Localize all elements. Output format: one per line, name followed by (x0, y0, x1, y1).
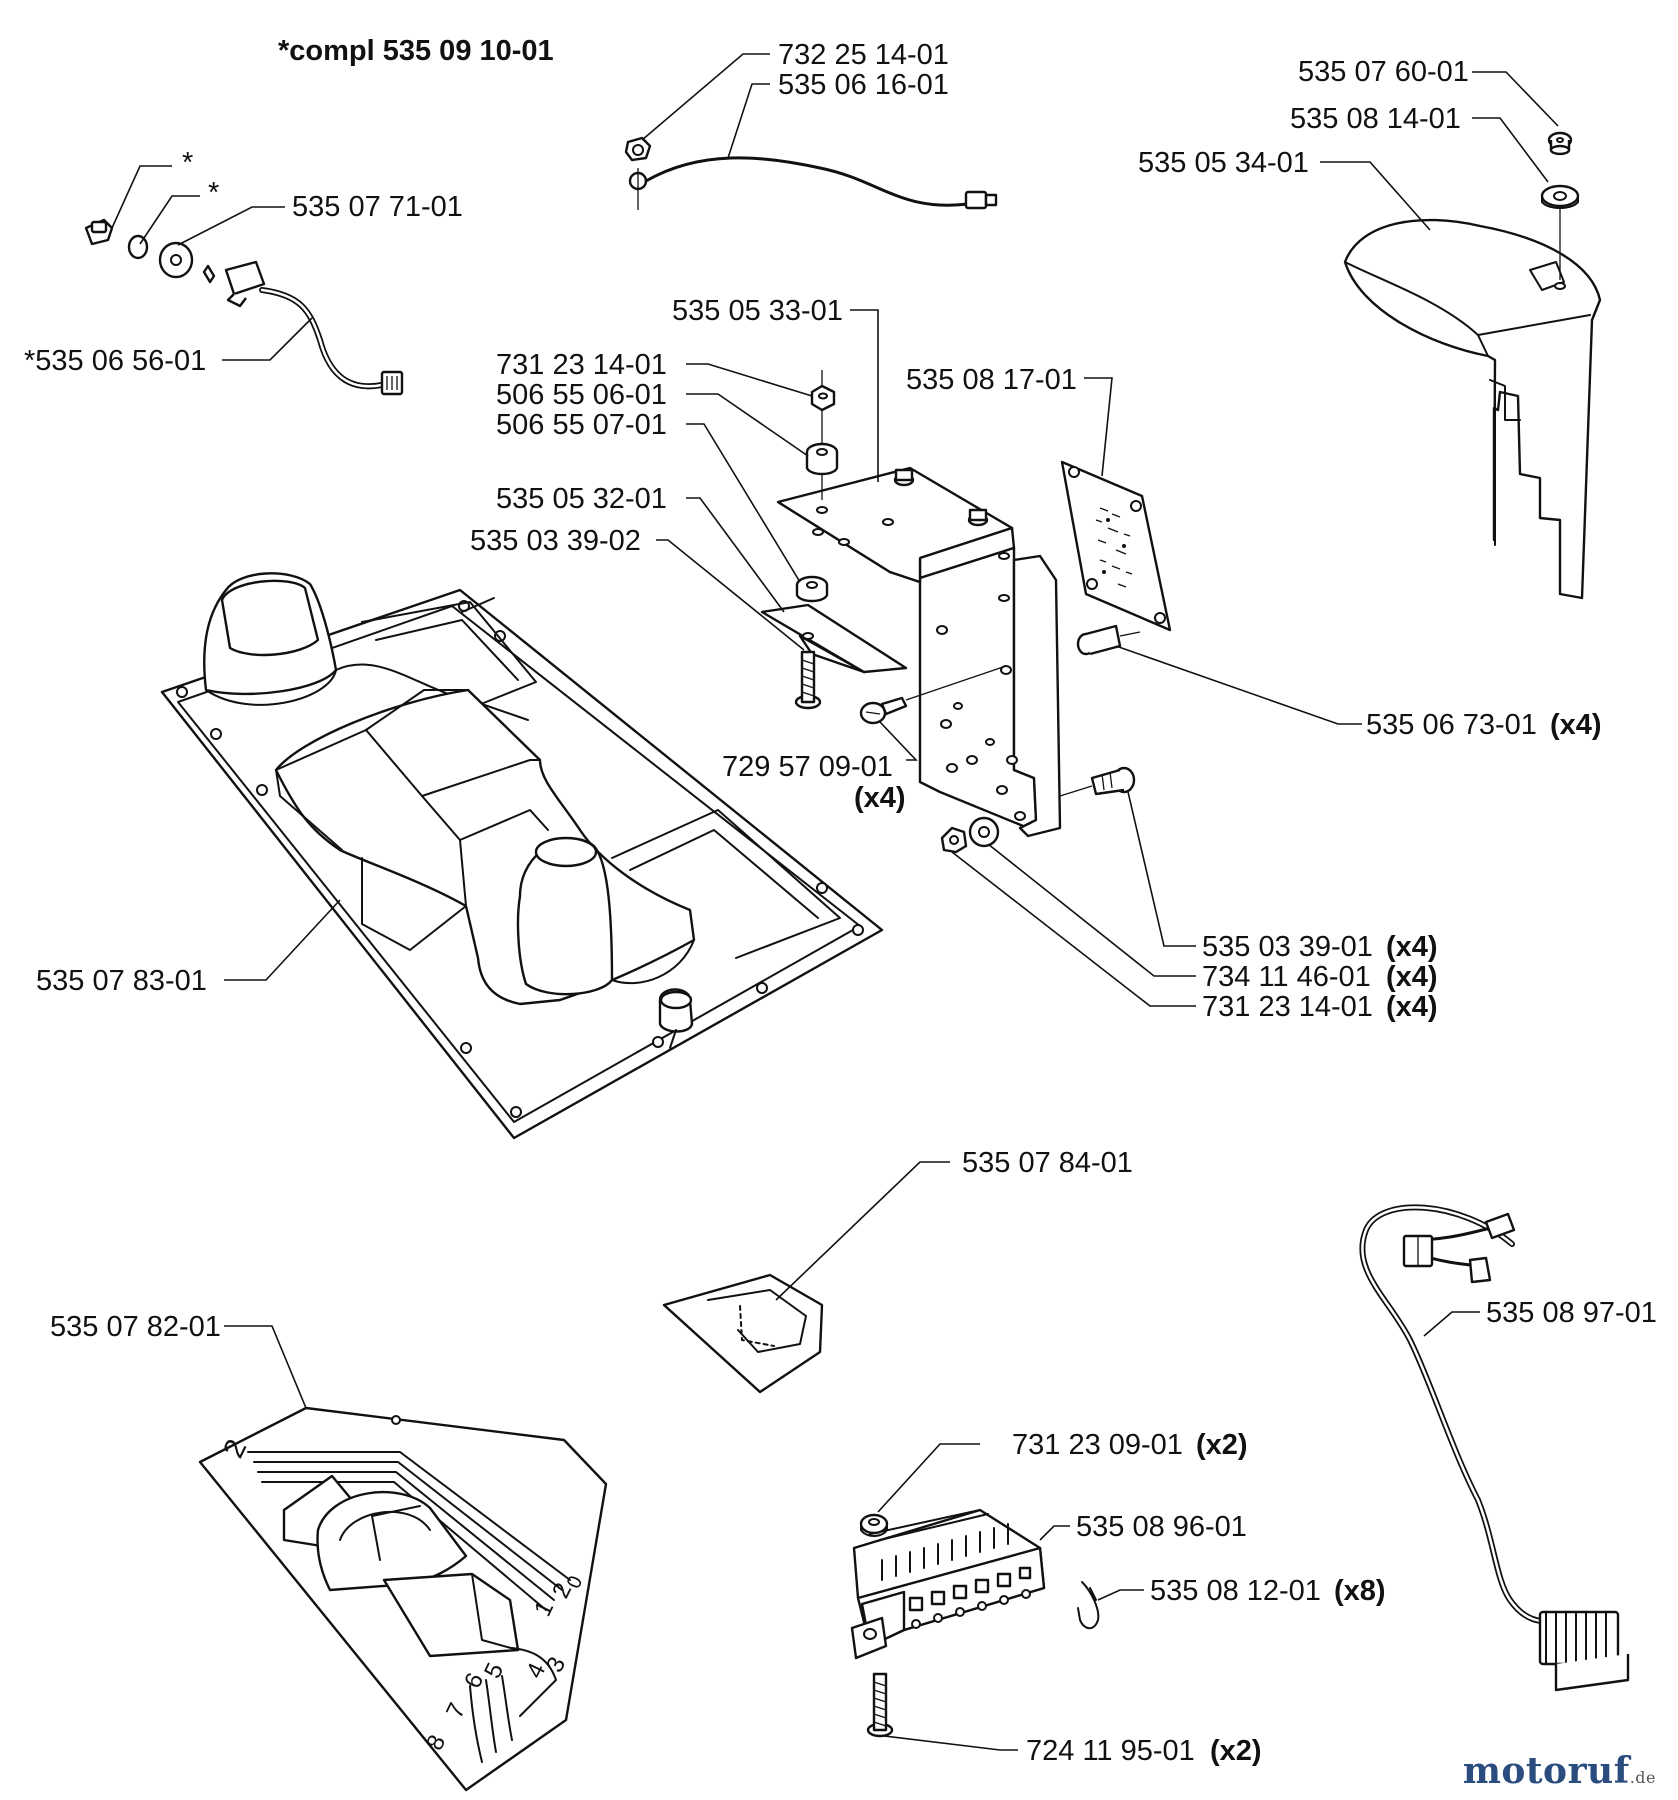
leader-729570901 (879, 721, 918, 761)
leader-star-a (111, 165, 172, 229)
label-535033901: 535 03 39-01 (1202, 931, 1373, 963)
leader-535061601 (727, 83, 770, 159)
plate-535053201 (760, 603, 908, 674)
screw-535033902 (794, 650, 822, 710)
clip-535081201 (1077, 1581, 1100, 1630)
leader-535078301 (224, 899, 341, 981)
leader-724119501 (883, 1735, 1018, 1751)
screw-535076001 (1547, 131, 1573, 156)
bushing-506550601 (805, 442, 839, 476)
leader-732251401 (641, 53, 770, 141)
leader-535078401 (775, 1161, 950, 1301)
leader-535089701 (1423, 1311, 1480, 1337)
label-731231401b-qty: (x4) (1386, 991, 1438, 1023)
circuit-card-535081701 (1060, 460, 1172, 632)
ground-wire (624, 136, 998, 210)
label-535053401: 535 05 34-01 (1138, 147, 1309, 179)
label-724119501: 724 11 95-01 (1026, 1735, 1195, 1767)
label-535081201: 535 08 12-01 (1150, 1575, 1321, 1607)
screw-724119501 (866, 1672, 894, 1738)
label-535033901-qty: (x4) (1386, 931, 1438, 963)
leader-506550601 (686, 393, 809, 457)
label-731230901-qty: (x2) (1196, 1429, 1248, 1461)
label-731231401b: 731 23 14-01 (1202, 991, 1373, 1023)
label-506550701: 506 55 07-01 (496, 409, 667, 441)
leader-535076001 (1472, 71, 1559, 127)
label-535067301: 535 06 73-01 (1366, 709, 1537, 741)
screw-729570901 (859, 665, 1007, 725)
leader-star-b (139, 195, 200, 245)
housing-535078301 (160, 572, 884, 1140)
watermark-suffix: .de (1629, 1768, 1656, 1787)
label-535081701: 535 08 17-01 (906, 364, 1077, 396)
label-732251401: 732 25 14-01 (778, 39, 949, 71)
label-535053201: 535 05 32-01 (496, 483, 667, 515)
cover-535053401 (1343, 200, 1602, 600)
leader-535077101 (177, 206, 285, 246)
harness-535089701 (1359, 1204, 1630, 1692)
label-535089601: 535 08 96-01 (1076, 1511, 1247, 1543)
label-535078201: 535 07 82-01 (50, 1311, 221, 1343)
label-731230901: 731 23 09-01 (1012, 1429, 1183, 1461)
label-729570901-qty: (x4) (854, 782, 906, 814)
bracket-535053301 (776, 466, 1062, 838)
leader-535053301 (850, 309, 879, 482)
spacer-535067301 (1076, 624, 1141, 656)
screw-535033901 (1059, 766, 1136, 797)
label-506550601: 506 55 06-01 (496, 379, 667, 411)
leader-535089601 (1039, 1525, 1070, 1541)
leader-535067301 (1115, 645, 1362, 725)
label-535033902: 535 03 39-02 (470, 525, 641, 557)
leader-731230901 (877, 1443, 980, 1513)
board-535078201 (198, 1406, 608, 1792)
leader-535033901 (1127, 791, 1196, 947)
label-731231401: 731 23 14-01 (496, 349, 667, 381)
bushing-506550701 (795, 575, 829, 603)
label-star-a: * (182, 147, 193, 179)
label-star-b: * (208, 177, 219, 209)
washer-535081401 (1540, 184, 1580, 209)
toggle-switch-assembly (84, 218, 404, 396)
leader-535081401 (1472, 117, 1549, 183)
label-535076001: 535 07 60-01 (1298, 56, 1469, 88)
label-535081401: 535 08 14-01 (1290, 103, 1461, 135)
label-535053301: 535 05 33-01 (672, 295, 843, 327)
leader-535081701 (1084, 377, 1113, 477)
label-724119501-qty: (x2) (1210, 1735, 1262, 1767)
label-535089701: 535 08 97-01 (1486, 1297, 1657, 1329)
label-535078301: 535 07 83-01 (36, 965, 207, 997)
leader-506550701 (686, 423, 801, 583)
watermark-name: motoruf (1462, 1750, 1630, 1792)
label-535081201-qty: (x8) (1334, 1575, 1386, 1607)
leader-731231401b (951, 851, 1196, 1007)
label-535065601: *535 06 56-01 (24, 345, 206, 377)
leader-535081201 (1097, 1589, 1144, 1601)
leader-535053401 (1320, 161, 1431, 231)
label-734114601-qty: (x4) (1386, 961, 1438, 993)
label-535077101: 535 07 71-01 (292, 191, 463, 223)
leader-535065601 (222, 317, 313, 361)
leader-535053201 (686, 497, 785, 613)
terminal-block-535089601 (850, 1508, 1046, 1660)
label-535067301-qty: (x4) (1550, 709, 1602, 741)
label-535061601: 535 06 16-01 (778, 69, 949, 101)
watermark-logo: motoruf.de (1463, 1750, 1656, 1792)
leader-734114601 (987, 843, 1196, 977)
label-535078401: 535 07 84-01 (962, 1147, 1133, 1179)
label-729570901: 729 57 09-01 (722, 751, 893, 783)
kit-label: *compl 535 09 10-01 (278, 35, 554, 67)
nut-731231401 (810, 384, 836, 412)
leader-535033902 (656, 539, 805, 651)
leader-535078201 (224, 1325, 307, 1409)
washer-734114601 (968, 816, 1000, 848)
label-734114601: 734 11 46-01 (1202, 961, 1371, 993)
nut-731230901 (859, 1513, 889, 1537)
nut-731231401b (940, 826, 968, 854)
sheet-535078401 (662, 1273, 824, 1394)
leader-731231401 (686, 363, 813, 397)
